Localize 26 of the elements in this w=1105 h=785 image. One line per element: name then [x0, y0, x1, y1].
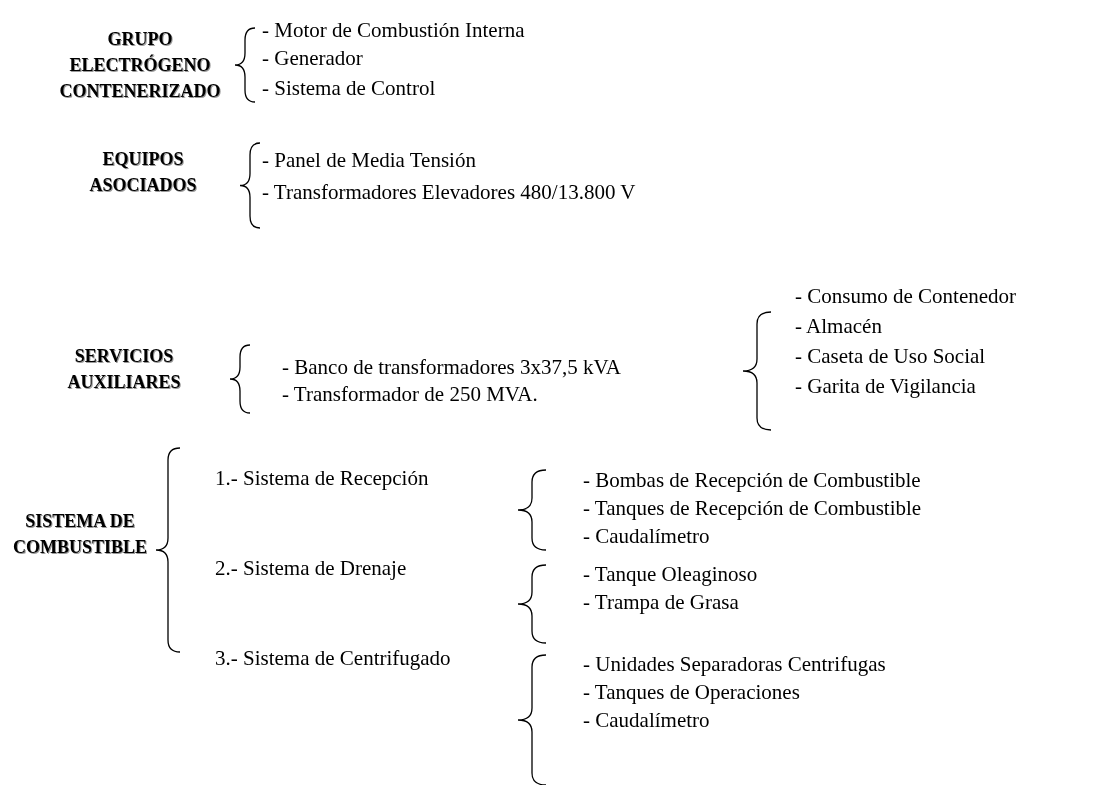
section-heading: SERVICIOS AUXILIARES: [67, 345, 181, 394]
section-heading: EQUIPOS ASOCIADOS: [89, 148, 197, 197]
list-item: - Banco de transformadores 3x37,5 kVA: [282, 355, 622, 379]
section-heading: GRUPO ELECTRÓGENO CONTENERIZADO: [59, 28, 221, 103]
list-item: - Bombas de Recepción de Combustible: [583, 468, 921, 492]
list-item: 3.- Sistema de Centrifugado: [215, 646, 451, 670]
section-heading: SISTEMA DE COMBUSTIBLE: [13, 510, 147, 559]
list-item: - Caudalímetro: [583, 708, 710, 732]
list-item: - Motor de Combustión Interna: [262, 18, 525, 42]
list-item: - Caseta de Uso Social: [795, 344, 986, 368]
list-item: - Almacén: [795, 314, 882, 338]
list-item: - Consumo de Contenedor: [795, 284, 1017, 308]
list-item: - Trampa de Grasa: [583, 590, 739, 614]
list-item: - Garita de Vigilancia: [795, 374, 976, 398]
list-item: - Tanques de Recepción de Combustible: [583, 496, 922, 520]
list-item: - Unidades Separadoras Centrifugas: [583, 652, 886, 676]
list-item: - Transformador de 250 MVA.: [282, 382, 538, 406]
list-item: - Panel de Media Tensión: [262, 148, 476, 172]
list-item: - Generador: [262, 46, 363, 70]
list-item: - Sistema de Control: [262, 76, 436, 100]
list-item: - Tanque Oleaginoso: [583, 562, 758, 586]
list-item: 1.- Sistema de Recepción: [215, 466, 429, 490]
list-item: - Caudalímetro: [583, 524, 710, 548]
list-item: 2.- Sistema de Drenaje: [215, 556, 407, 580]
list-item: - Tanques de Operaciones: [583, 680, 800, 704]
list-item: - Transformadores Elevadores 480/13.800 V: [262, 180, 636, 204]
